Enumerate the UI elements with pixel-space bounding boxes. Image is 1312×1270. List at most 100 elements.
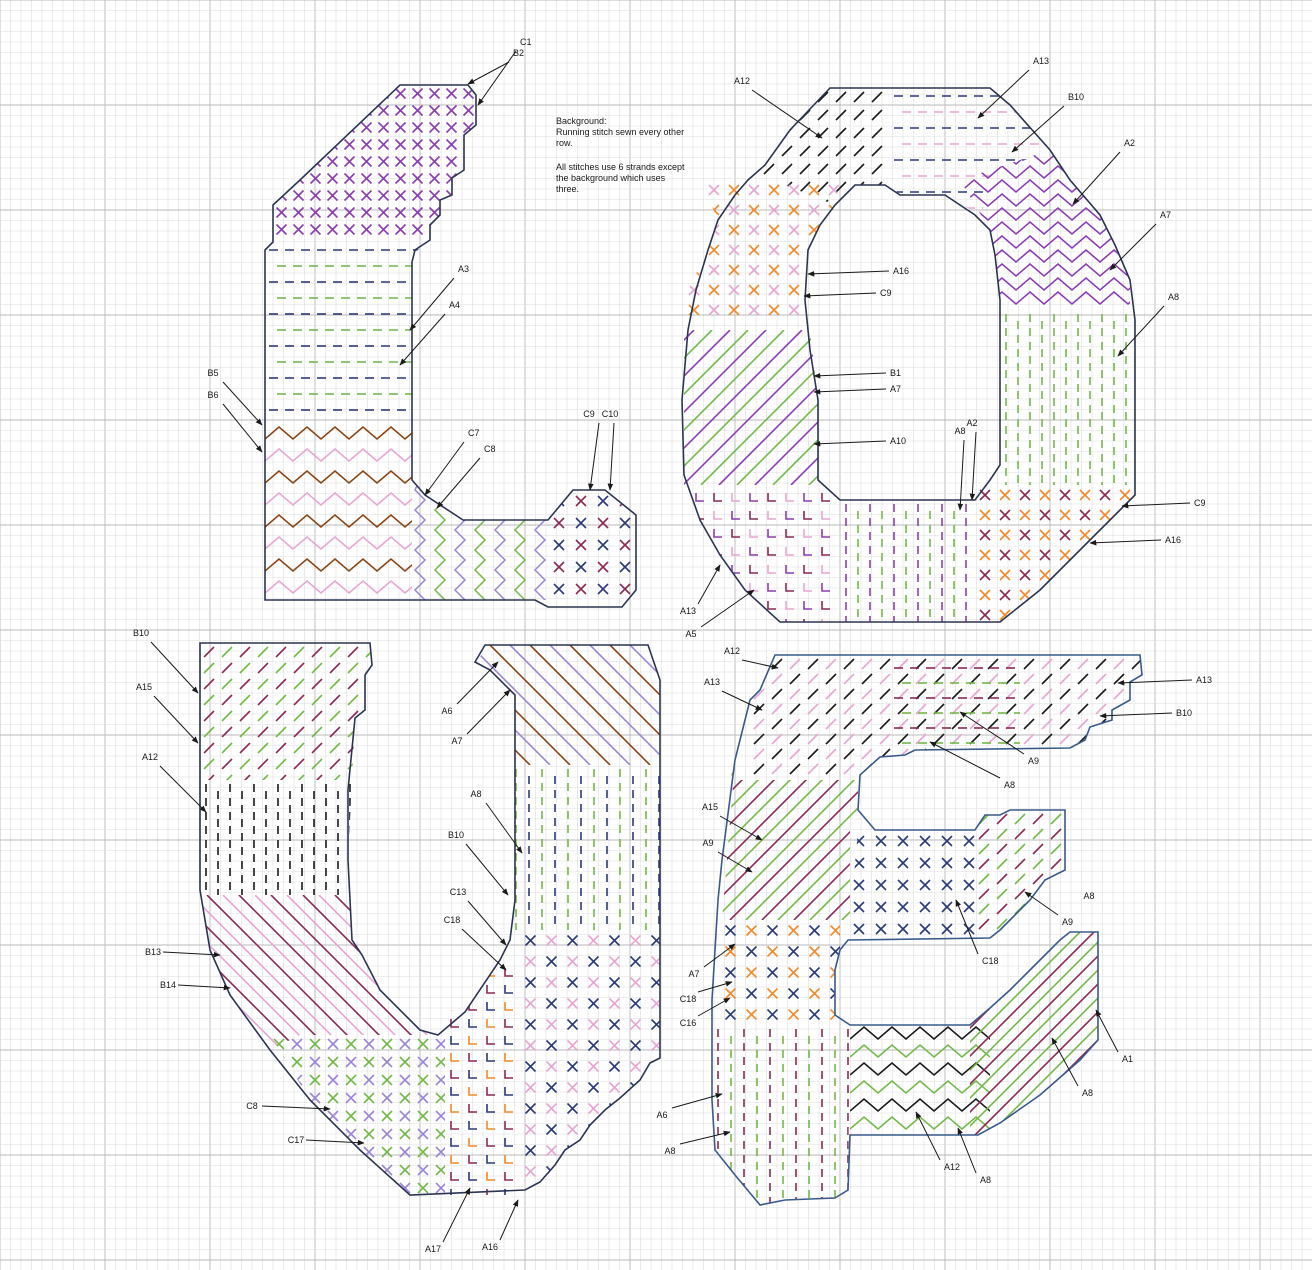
e-bottom-right-diagonal <box>639 932 1312 1135</box>
v-right-dash <box>516 769 659 931</box>
cross-stitch <box>789 185 799 195</box>
slant-stitch <box>952 764 962 774</box>
cross-stitch <box>598 518 608 528</box>
cross-stitch <box>631 1146 641 1156</box>
cross-stitch <box>689 185 699 195</box>
corner-stitch <box>822 583 830 591</box>
diagonal-stitch <box>723 932 926 1135</box>
cross-stitch <box>430 140 440 150</box>
cross-stitch <box>942 902 952 912</box>
cross-stitch <box>292 1057 302 1067</box>
diagonal-stitch <box>751 932 954 1135</box>
cross-stitch <box>294 225 304 235</box>
cross-stitch <box>1100 490 1110 500</box>
diagonal-stitch <box>410 645 530 765</box>
callout-arrow <box>960 712 1024 754</box>
cross-stitch <box>1040 530 1050 540</box>
corner-stitch <box>696 565 704 573</box>
callout-label: C16 <box>680 1018 697 1028</box>
slant-stitch <box>1042 719 1052 729</box>
diagonal-stitch <box>495 895 650 1050</box>
cross-stitch <box>1000 570 1010 580</box>
slant-stitch <box>862 749 872 759</box>
callout-arrow <box>425 442 464 495</box>
cross-stitch <box>311 140 321 150</box>
cross-stitch <box>430 106 440 116</box>
diagonal-stitch <box>287 895 442 1050</box>
diagonal-stitch <box>170 645 290 765</box>
cross-stitch <box>631 1041 641 1051</box>
cross-stitch <box>749 185 759 195</box>
slant-stitch <box>808 719 818 729</box>
corner-stitch <box>451 1087 459 1095</box>
slant-stitch <box>1060 734 1070 744</box>
callout-o-2: B10 <box>1012 92 1084 152</box>
cross-stitch <box>568 1041 578 1051</box>
callout-label: C9 <box>583 409 595 419</box>
slant-stitch <box>1096 704 1106 714</box>
slant-stitch <box>312 647 322 657</box>
slant-stitch <box>1042 689 1052 699</box>
cross-stitch <box>400 1039 410 1049</box>
cross-stitch <box>1100 530 1110 540</box>
cross-stitch <box>292 1147 302 1157</box>
callout-e-1: A13 <box>704 677 762 710</box>
slant-stitch <box>782 146 792 156</box>
slant-stitch <box>1015 829 1025 839</box>
cross-stitch <box>547 999 557 1009</box>
cross-stitch <box>274 1111 284 1121</box>
corner-stitch <box>804 511 812 519</box>
cross-stitch <box>589 978 599 988</box>
slant-stitch <box>854 146 864 156</box>
slant-stitch <box>294 711 304 721</box>
cross-stitch <box>729 305 739 315</box>
slant-stitch <box>826 719 836 729</box>
slant-stitch <box>1042 749 1052 759</box>
cross-stitch <box>292 1039 302 1049</box>
slant-stitch <box>1078 689 1088 699</box>
cross-stitch <box>568 1020 578 1030</box>
cross-stitch <box>364 1183 374 1193</box>
slant-stitch <box>844 764 854 774</box>
diagonal-stitch <box>630 645 750 765</box>
cross-stitch <box>589 1062 599 1072</box>
vertical-zigzag-stitch <box>435 480 445 610</box>
slant-stitch <box>808 734 818 744</box>
cross-stitch <box>277 208 287 218</box>
corner-stitch <box>822 547 830 555</box>
callout-e-17: A8 <box>664 1132 730 1156</box>
diagonal-stitch <box>31 895 186 1050</box>
callout-label: A7 <box>890 384 901 394</box>
callout-v-8: C18 <box>444 915 506 970</box>
cross-stitch <box>769 225 779 235</box>
cross-stitch <box>379 157 389 167</box>
cross-stitch <box>768 968 778 978</box>
diagonal-stitch <box>737 932 940 1135</box>
o-right-dash <box>1006 314 1126 490</box>
cross-stitch <box>413 225 423 235</box>
slant-stitch <box>258 679 268 689</box>
cross-stitch <box>328 1165 338 1175</box>
slant-stitch <box>258 711 268 721</box>
callout-arrow <box>468 62 509 84</box>
slant-stitch <box>818 92 828 102</box>
corner-stitch <box>768 619 776 627</box>
cross-stitch <box>345 89 355 99</box>
cross-stitch <box>610 1062 620 1072</box>
corner-stitch <box>469 968 477 976</box>
diagonal-stitch <box>550 645 670 765</box>
cross-stitch <box>631 1020 641 1030</box>
slant-stitch <box>754 719 764 729</box>
cross-stitch <box>980 530 990 540</box>
cross-stitch <box>749 265 759 275</box>
cross-stitch <box>294 191 304 201</box>
cross-stitch <box>1060 550 1070 560</box>
cross-stitch <box>364 1165 374 1175</box>
cross-stitch <box>789 225 799 235</box>
cross-stitch <box>346 1093 356 1103</box>
corner-stitch <box>505 968 513 976</box>
slant-stitch <box>979 844 989 854</box>
callout-label: A7 <box>1160 210 1171 220</box>
slant-stitch <box>1132 704 1142 714</box>
cross-stitch <box>346 1183 356 1193</box>
